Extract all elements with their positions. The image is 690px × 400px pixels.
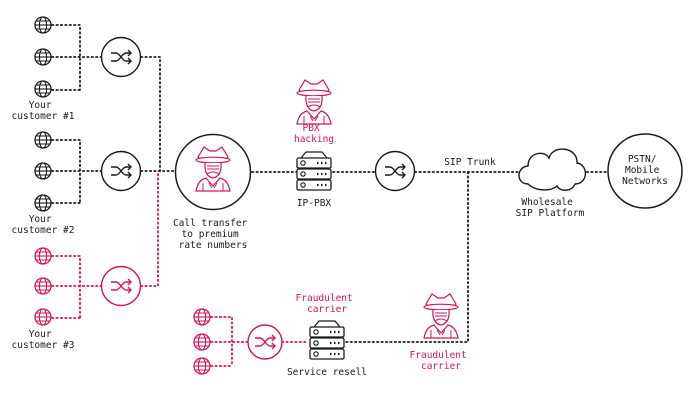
customer-2-label: Your customer #2 [12,214,75,236]
server-icon [308,319,346,361]
globe-icon [34,16,52,34]
pbx-hacking-label: PBX hacking [294,123,334,145]
globe-icon [34,194,52,212]
globe-icon [34,131,52,149]
customer-3-group: Your customer #3 [12,247,142,351]
globe-icon [193,308,211,326]
call-transfer-hacker: Call transfer to premium rate numbers [173,133,253,251]
globe-icon [193,357,211,375]
service-resell-label: Service resell [287,367,367,378]
cloud-icon [518,148,587,191]
call-transfer-label: Call transfer to premium rate numbers [173,218,253,251]
pstn-circle [607,133,683,209]
customer-1-label: Your customer #1 [12,100,75,122]
sip-router-group: SIP Trunk [374,150,496,192]
globe-icon [34,48,52,66]
customer-2-group: Your customer #2 [12,131,142,236]
wholesale-label: Wholesale SIP Platform [516,197,585,219]
customer-1-group: Your customer #1 [12,16,142,122]
globe-icon [34,277,52,295]
hacker-icon [423,293,459,339]
fraud-reseller-group: Fraudulent carrier Service resell [193,293,367,378]
wholesale-platform: Wholesale SIP Platform [516,148,587,219]
globe-icon [193,333,211,351]
fraud-carrier-label: Fraudulent carrier [410,350,473,372]
pbx-group: PBX hacking IP-PBX [294,79,334,209]
pstn-group: PSTN/ Mobile Networks [607,133,683,209]
hacker-icon [296,79,332,125]
fraud-server-label: Fraudulent carrier [296,293,359,315]
globe-icon [34,162,52,180]
globe-icon [34,308,52,326]
globe-icon [34,247,52,265]
ip-pbx-label: IP-PBX [297,198,332,209]
pstn-label: PSTN/ Mobile Networks [622,154,668,187]
connection-lines [51,24,608,367]
fraud-carrier-group: Fraudulent carrier [410,293,473,372]
globe-icon [34,80,52,98]
customer-3-label: Your customer #3 [12,329,75,351]
sip-trunk-label: SIP Trunk [444,157,496,168]
server-icon [295,150,333,192]
